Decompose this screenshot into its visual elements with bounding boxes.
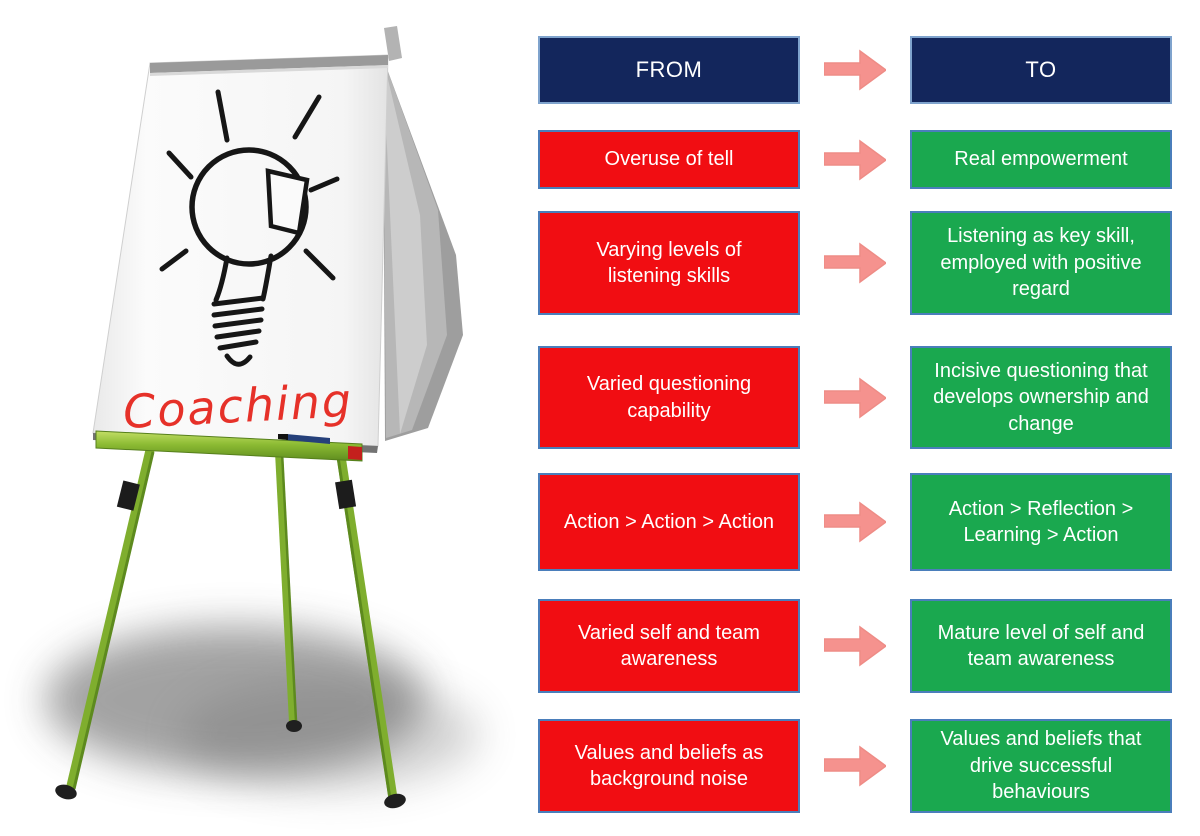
to-box: Incisive questioning that develops owner… [910, 346, 1172, 449]
arrow-right-icon [824, 242, 886, 284]
marker-pen-icon [286, 434, 330, 444]
arrow-right-icon [824, 625, 886, 667]
mapping-row: Varied questioning capability Incisive q… [538, 346, 1172, 449]
to-box: Action > Reflection > Learning > Action [910, 473, 1172, 571]
from-box: Varying levels of listening skills [538, 211, 800, 315]
flipchart-easel-illustration: Coaching [45, 26, 480, 809]
to-box: Mature level of self and team awareness [910, 599, 1172, 693]
clamp-bar [150, 55, 388, 73]
tray-end-cap [348, 446, 362, 460]
stand-pole [384, 26, 402, 61]
clamp-bar-highlight [150, 65, 388, 76]
coaching-label: Coaching [122, 373, 355, 439]
mapping-row: Varying levels of listening skills Liste… [538, 211, 1172, 315]
arrow-right-icon [824, 139, 886, 180]
to-box: Real empowerment [910, 130, 1172, 189]
from-box: Varied self and team awareness [538, 599, 800, 693]
to-box: Listening as key skill, employed with po… [910, 211, 1172, 315]
arrow-cell [800, 130, 910, 189]
from-box: Varied questioning capability [538, 346, 800, 449]
from-header-box: FROM [538, 36, 800, 104]
mapping-row: Overuse of tell Real empowerment [538, 130, 1172, 189]
arrow-right-icon [824, 745, 886, 787]
flipped-pages [383, 58, 463, 441]
marker-pen-tip [278, 434, 288, 440]
to-box: Values and beliefs that drive successful… [910, 719, 1172, 813]
mapping-row: Varied self and team awareness Mature le… [538, 599, 1172, 693]
from-box: Action > Action > Action [538, 473, 800, 571]
arrow-cell [800, 211, 910, 315]
arrow-cell [800, 719, 910, 813]
arrow-cell [800, 346, 910, 449]
mapping-row: Values and beliefs as background noise V… [538, 719, 1172, 813]
to-header-box: TO [910, 36, 1172, 104]
arrow-cell [800, 473, 910, 571]
arrow-right-icon [824, 377, 886, 418]
header-row: FROM TO [538, 36, 1172, 104]
lightbulb-doodle-icon [159, 89, 340, 367]
arrow-right-icon [824, 49, 886, 91]
floor-shadow [45, 626, 480, 790]
marker-tray [95, 430, 363, 462]
from-box: Overuse of tell [538, 130, 800, 189]
mapping-row: Action > Action > Action Action > Reflec… [538, 473, 1172, 571]
easel-legs [55, 444, 406, 809]
arrow-cell [800, 599, 910, 693]
from-box: Values and beliefs as background noise [538, 719, 800, 813]
arrow-cell [800, 36, 910, 104]
arrow-right-icon [824, 501, 886, 543]
